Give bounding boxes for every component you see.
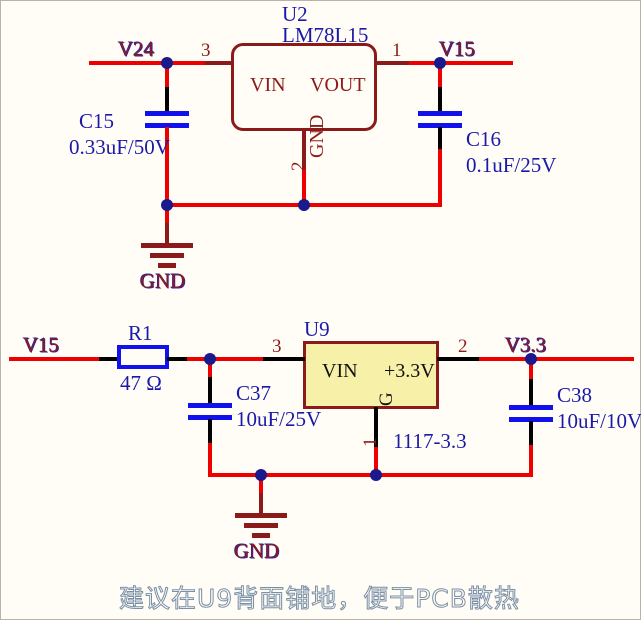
- junction-vin-u9: [204, 353, 216, 365]
- c16-plate-top: [418, 111, 462, 116]
- ic-u9-body[interactable]: VIN +3.3V G: [303, 341, 439, 409]
- wire-r1-to-node[interactable]: [187, 357, 265, 361]
- u9-pin-gnd-label: G: [376, 392, 397, 406]
- c38-plate-bottom: [509, 417, 553, 422]
- wire-c37-top-red[interactable]: [208, 357, 212, 381]
- junction-gnd-mid-top: [298, 199, 310, 211]
- u2-part-number: LM78L15: [282, 23, 369, 47]
- junction-gnd-left-bottom: [255, 469, 267, 481]
- c15-value: 0.33uF/50V: [69, 135, 170, 159]
- ground-bar-2: [150, 253, 184, 258]
- u9-part-number: 1117-3.3: [393, 429, 467, 453]
- ground-symbol-bottom[interactable]: [235, 513, 287, 539]
- wire-c15-bottom-red[interactable]: [165, 127, 169, 207]
- u9-pin-vin-label: VIN: [322, 360, 358, 382]
- wire-c15-top-black[interactable]: [165, 87, 169, 113]
- wire-u2-pin3-stub[interactable]: [205, 61, 233, 65]
- wire-top-gnd-drop-dark[interactable]: [165, 223, 169, 245]
- ground-symbol-top[interactable]: [141, 243, 193, 269]
- u9-pin-vout-label: +3.3V: [384, 360, 435, 382]
- ground-bar-1: [141, 243, 193, 248]
- design-note-text: 建议在U9背面铺地，便于PCB散热: [119, 584, 520, 614]
- c15-refdes: C15: [79, 109, 115, 133]
- wire-c37-top-black[interactable]: [208, 377, 212, 405]
- ground-label-top: GND: [140, 269, 186, 293]
- wire-bottom-gnd-drop-red[interactable]: [259, 473, 263, 497]
- c16-value: 0.1uF/25V: [466, 153, 557, 177]
- c15-plate-top: [145, 111, 189, 116]
- net-label-v15-bottom: V15: [23, 333, 60, 357]
- wire-c16-top-black[interactable]: [438, 87, 442, 113]
- capacitor-c16-symbol[interactable]: [418, 111, 462, 129]
- wire-u9-pin2-stub[interactable]: [437, 357, 481, 361]
- u2-pin-vin-label: VIN: [250, 74, 286, 96]
- wire-c38-top-black[interactable]: [529, 379, 533, 407]
- c37-refdes: C37: [236, 381, 272, 405]
- wire-c38-bottom-red[interactable]: [529, 445, 533, 477]
- wire-u2-pin1-stub[interactable]: [375, 61, 411, 65]
- u9-pin2-number: 2: [458, 336, 468, 357]
- junction-v24: [161, 57, 173, 69]
- net-label-v33: V3.3: [505, 333, 547, 357]
- ground-bar-3: [252, 533, 270, 538]
- wire-c15-top-red[interactable]: [165, 61, 169, 89]
- wire-c38-bottom-black[interactable]: [529, 421, 533, 447]
- wire-v33-rail[interactable]: [479, 357, 634, 361]
- wire-u9-pin1-red[interactable]: [374, 447, 378, 477]
- wire-v15-in-rail[interactable]: [9, 357, 101, 361]
- junction-gnd-mid-bottom: [370, 469, 382, 481]
- ic-u2-body[interactable]: VIN VOUT GND: [231, 43, 377, 158]
- u2-pin3-number: 3: [201, 40, 211, 61]
- c16-refdes: C16: [466, 127, 502, 151]
- c37-plate-top: [188, 403, 232, 408]
- r1-value: 47 Ω: [120, 371, 162, 395]
- wire-r1-left-lead[interactable]: [99, 357, 119, 361]
- u2-pin-vout-label: VOUT: [310, 74, 366, 96]
- junction-v15-top: [434, 57, 446, 69]
- c38-value: 10uF/10V: [557, 409, 641, 433]
- c15-plate-bottom: [145, 123, 189, 128]
- ground-bar-2: [244, 523, 278, 528]
- junction-gnd-left-top: [161, 199, 173, 211]
- wire-v24-rail[interactable]: [89, 61, 169, 65]
- ground-bar-1: [235, 513, 287, 518]
- c38-plate-top: [509, 405, 553, 410]
- u2-pin2-number: 2: [288, 161, 309, 172]
- wire-c38-top-red[interactable]: [529, 357, 533, 383]
- c38-refdes: C38: [557, 383, 593, 407]
- u9-pin1-number: 1: [360, 437, 381, 448]
- c37-plate-bottom: [188, 415, 232, 420]
- wire-u2-pin2-stub[interactable]: [302, 129, 306, 173]
- net-label-v15-top: V15: [439, 37, 476, 61]
- u9-pin3-number: 3: [272, 336, 282, 357]
- c16-plate-bottom: [418, 123, 462, 128]
- u9-refdes: U9: [304, 317, 330, 341]
- u2-pin1-number: 1: [392, 40, 402, 61]
- wire-c16-top-red[interactable]: [438, 61, 442, 89]
- r1-refdes: R1: [128, 321, 153, 345]
- u2-pin-gnd-label: GND: [306, 114, 328, 158]
- wire-u9-pin1-stub[interactable]: [374, 407, 378, 449]
- c37-value: 10uF/25V: [236, 407, 322, 431]
- wire-c37-bottom-black[interactable]: [208, 419, 212, 445]
- junction-v33: [525, 353, 537, 365]
- wire-top-gnd-drop-red[interactable]: [165, 203, 169, 227]
- ground-bar-3: [158, 263, 176, 268]
- wire-v15-rail[interactable]: [409, 61, 513, 65]
- u2-refdes: U2: [282, 2, 308, 26]
- wire-c16-bottom-red[interactable]: [438, 149, 442, 207]
- resistor-r1-symbol[interactable]: [117, 345, 169, 369]
- wire-u2-pin2-red[interactable]: [302, 169, 306, 207]
- wire-c16-bottom-black[interactable]: [438, 127, 442, 151]
- net-label-v24: V24: [118, 37, 155, 61]
- ground-label-bottom: GND: [234, 539, 280, 563]
- wire-r1-right-lead[interactable]: [167, 357, 189, 361]
- capacitor-c15-symbol[interactable]: [145, 111, 189, 129]
- capacitor-c37-symbol[interactable]: [188, 403, 232, 421]
- wire-u9-pin3-stub[interactable]: [263, 357, 305, 361]
- wire-v24-to-pin3[interactable]: [167, 61, 207, 65]
- wire-bottom-gnd-drop-dark[interactable]: [259, 493, 263, 515]
- wire-c37-bottom-red[interactable]: [208, 443, 212, 477]
- capacitor-c38-symbol[interactable]: [509, 405, 553, 423]
